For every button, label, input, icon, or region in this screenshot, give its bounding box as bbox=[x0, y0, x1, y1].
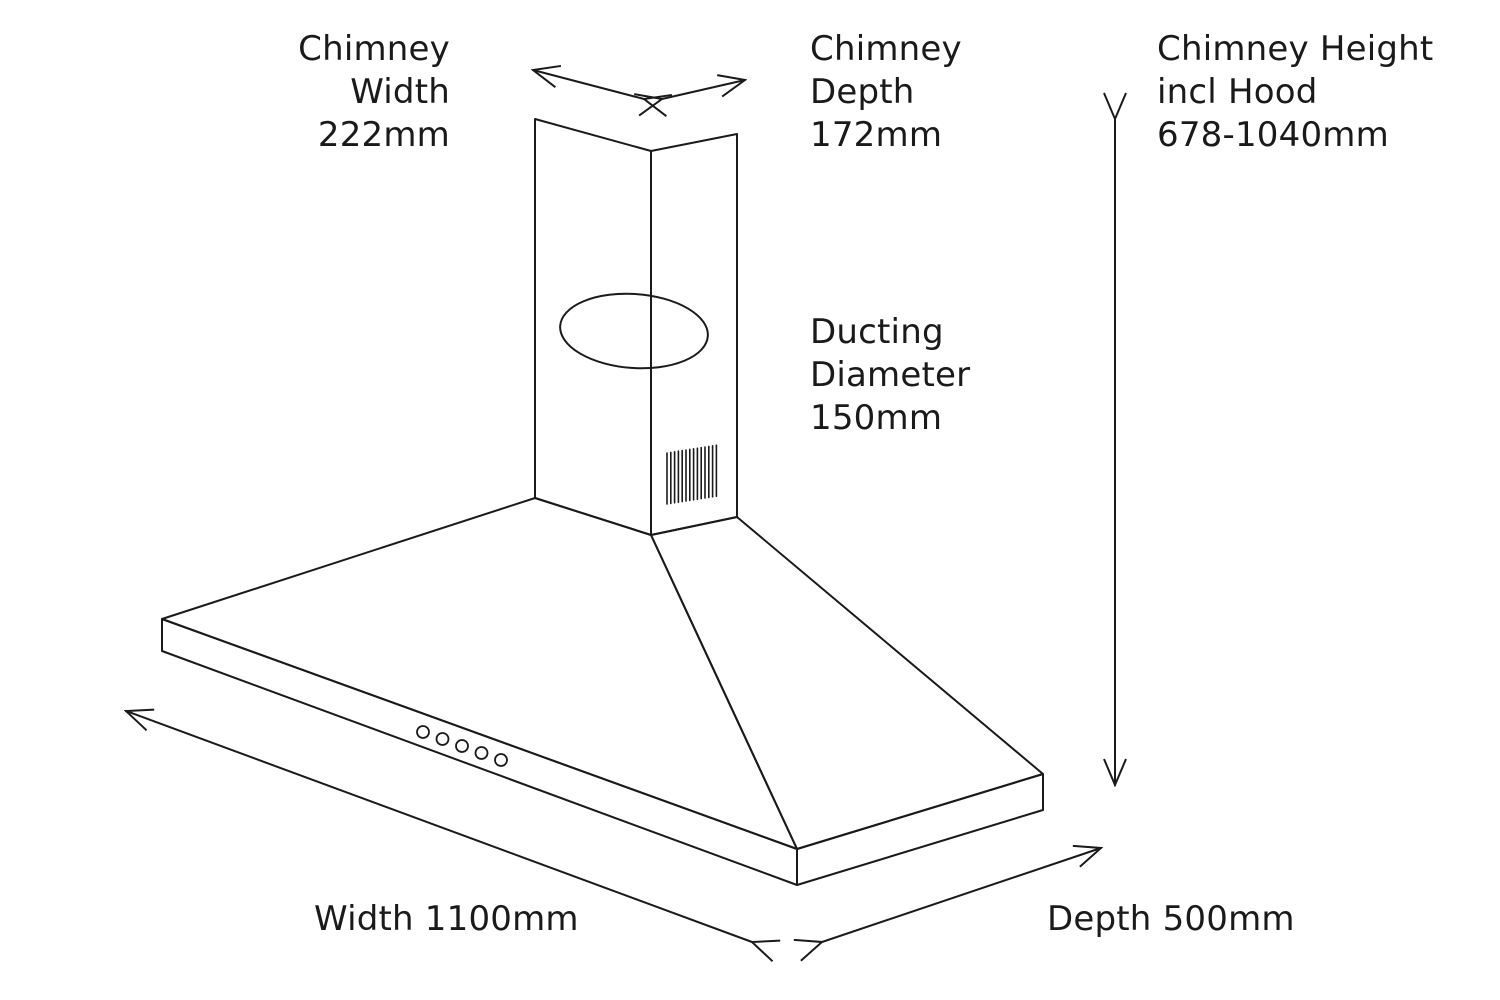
hood-side-canopy bbox=[650, 516, 1044, 850]
control-button bbox=[494, 753, 508, 767]
chimney-width-arrow bbox=[533, 70, 644, 99]
control-button bbox=[455, 739, 469, 753]
control-button bbox=[474, 746, 489, 760]
chimney-height-line-3: 678-1040mm bbox=[1157, 115, 1389, 155]
chimney-depth-arrow bbox=[662, 80, 745, 99]
ducting-diameter-line-3: 150mm bbox=[810, 398, 943, 438]
control-button bbox=[416, 725, 430, 739]
chimney-front-face bbox=[534, 118, 652, 536]
width-label: Width 1100mm bbox=[314, 898, 579, 941]
width-arrow bbox=[126, 711, 752, 942]
chimney-width-line-1: Chimney bbox=[298, 29, 450, 69]
chimney-depth-line-3: 172mm bbox=[810, 115, 943, 155]
vent-grille bbox=[666, 444, 718, 505]
chimney-height-line-1: Chimney Height bbox=[1157, 29, 1434, 69]
hood-base-front bbox=[161, 618, 798, 886]
ducting-diameter-label: Ducting Diameter 150mm bbox=[810, 311, 970, 440]
ducting-diameter-line-2: Diameter bbox=[810, 355, 971, 395]
chimney-width-line-3: 222mm bbox=[317, 115, 450, 155]
ducting-diameter-line-1: Ducting bbox=[810, 312, 944, 352]
depth-arrow bbox=[822, 848, 1101, 942]
chimney-height-label: Chimney Height incl Hood 678-1040mm bbox=[1157, 28, 1433, 157]
ducting-outlet bbox=[559, 292, 709, 370]
chimney-depth-line-1: Chimney bbox=[810, 29, 962, 69]
chimney-depth-line-2: Depth bbox=[810, 72, 915, 112]
hood-base-side bbox=[796, 773, 1044, 886]
chimney-depth-label: Chimney Depth 172mm bbox=[810, 28, 962, 157]
depth-label: Depth 500mm bbox=[1047, 898, 1295, 941]
control-button bbox=[435, 732, 450, 746]
chimney-height-line-2: incl Hood bbox=[1157, 72, 1318, 112]
chimney-width-line-2: Width bbox=[350, 72, 450, 112]
depth-text: Depth 500mm bbox=[1047, 899, 1295, 939]
width-text: Width 1100mm bbox=[314, 899, 579, 939]
hood-front-canopy bbox=[161, 497, 798, 850]
chimney-width-label: Chimney Width 222mm bbox=[250, 28, 450, 157]
control-buttons bbox=[416, 725, 508, 767]
